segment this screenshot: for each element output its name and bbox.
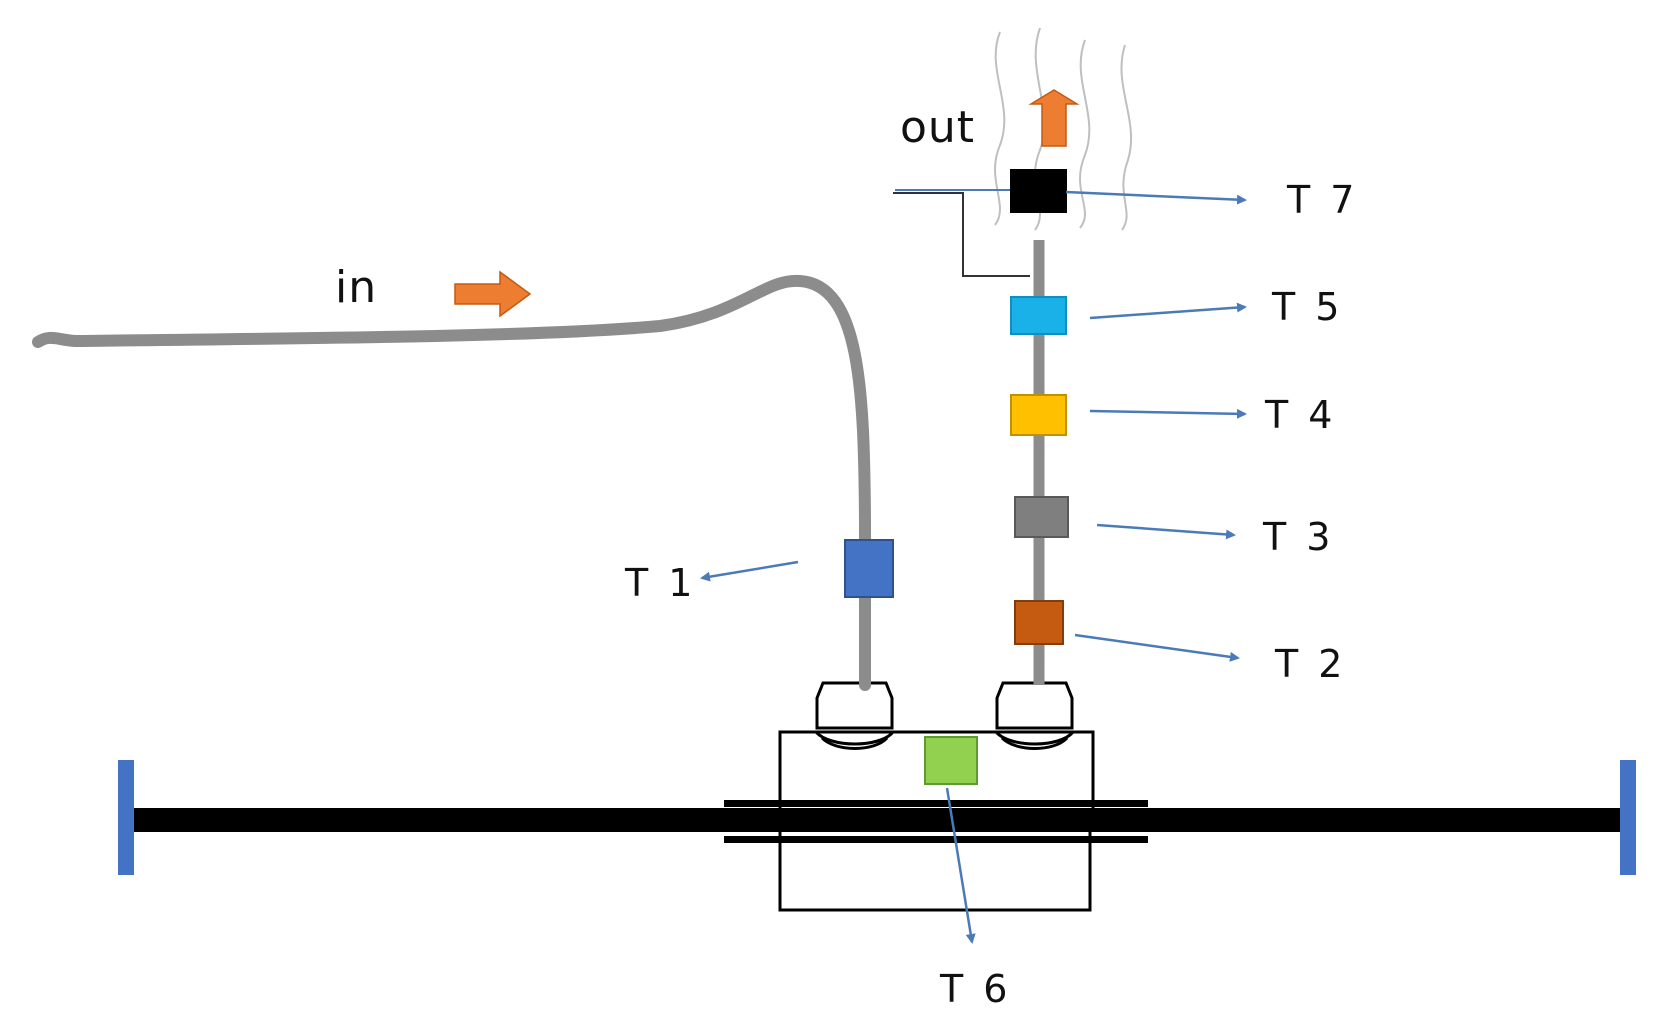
sensor-t6-label: T 6 xyxy=(939,967,1011,1011)
sensor-t1-block xyxy=(844,539,894,598)
lower-flange xyxy=(724,836,1148,843)
inlet-flow-arrow xyxy=(454,270,532,318)
upper-flange xyxy=(724,800,1148,807)
leader-t5 xyxy=(1089,302,1247,320)
outlet-flow-arrow xyxy=(1028,89,1080,147)
leader-t1 xyxy=(700,560,799,582)
sensor-t6-block xyxy=(924,736,978,785)
leader-arrows xyxy=(700,190,1247,944)
sensor-t4-label: T 4 xyxy=(1264,393,1336,437)
inlet-label: in xyxy=(335,262,377,313)
sensor-t5-block xyxy=(1010,296,1067,335)
sensor-t1-label: T 1 xyxy=(624,561,696,605)
leader-t3 xyxy=(1096,523,1236,540)
sensor-wire xyxy=(893,192,1030,277)
sensor-t7-label: T 7 xyxy=(1286,178,1358,222)
housing-block xyxy=(778,730,1095,912)
outlet-fitting xyxy=(994,681,1075,750)
leader-t6 xyxy=(945,787,976,944)
sensor-t7-block xyxy=(1010,169,1067,213)
inlet-pipe xyxy=(32,274,871,691)
inlet-fitting xyxy=(814,681,895,750)
right-end-cap xyxy=(1620,760,1636,875)
sensor-t3-label: T 3 xyxy=(1262,515,1334,559)
sensor-t3-block xyxy=(1014,496,1069,538)
sensor-t4-block xyxy=(1010,394,1067,436)
outlet-label: out xyxy=(900,102,975,153)
leader-t4 xyxy=(1089,408,1247,419)
leader-t7 xyxy=(1065,190,1247,205)
sensor-t2-label: T 2 xyxy=(1274,642,1346,686)
leader-t2 xyxy=(1074,633,1240,662)
sensor-t5-label: T 5 xyxy=(1271,285,1343,329)
left-end-cap xyxy=(118,760,134,875)
sensor-t2-block xyxy=(1014,600,1064,645)
shaft xyxy=(118,760,1636,875)
